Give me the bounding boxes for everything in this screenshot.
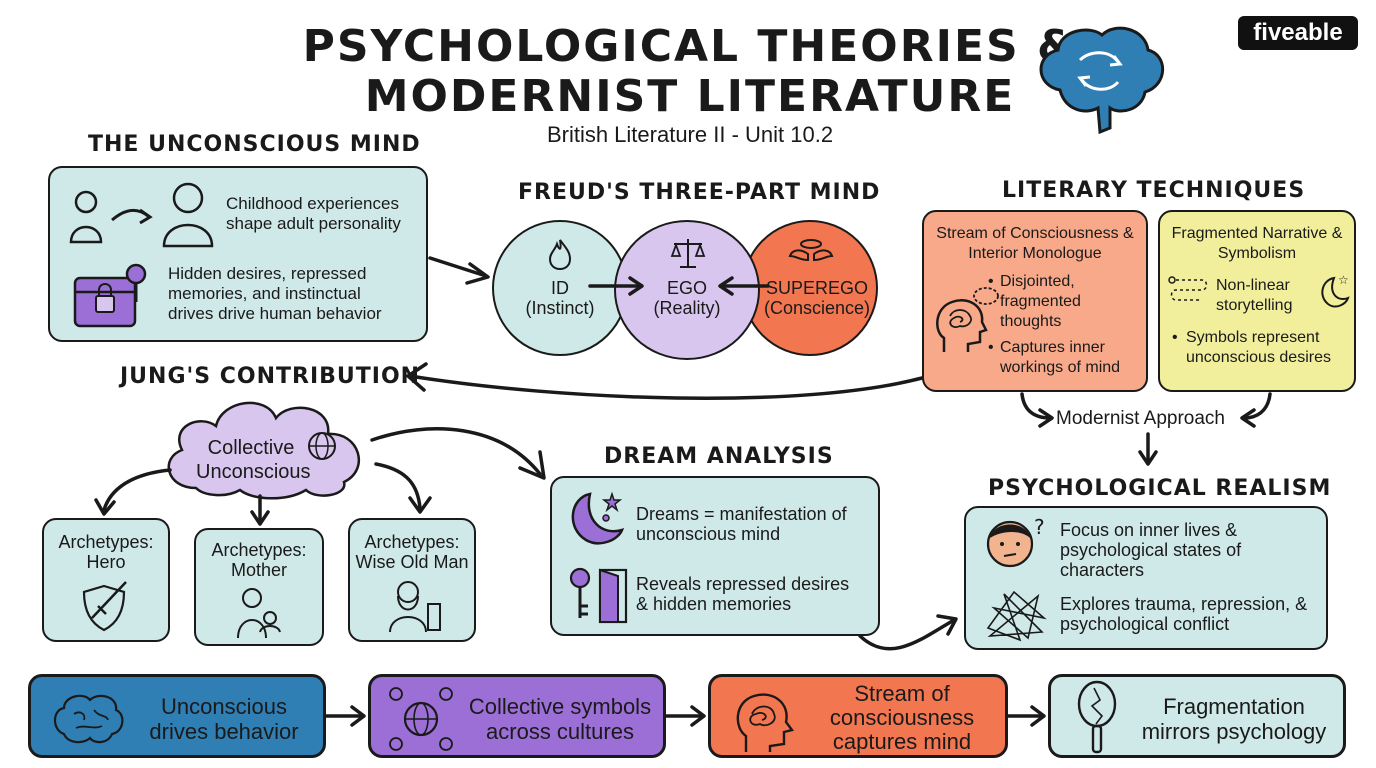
id-name: ID bbox=[551, 278, 569, 298]
stream-title: Stream of Consciousness & Interior Monol… bbox=[936, 225, 1134, 262]
child-to-adult-icon bbox=[69, 182, 214, 248]
fragmented-title: Fragmented Narrative & Symbolism bbox=[1171, 225, 1343, 262]
thinking-head-icon bbox=[936, 287, 999, 352]
fiveable-logo: fiveable bbox=[1238, 16, 1358, 50]
arrow-unconscious-to-freud bbox=[428, 256, 488, 278]
stream-bullet-1: • Disjointed, fragmented thoughts bbox=[988, 272, 1140, 332]
archetype-hero-label: Archetypes: Hero bbox=[58, 532, 154, 572]
globe-icon bbox=[308, 432, 336, 460]
page-title: PSYCHOLOGICAL THEORIES & MODERNIST LITER… bbox=[300, 22, 1080, 122]
techniques-heading: LITERARY TECHNIQUES bbox=[1002, 178, 1306, 203]
globe-network-icon bbox=[389, 687, 453, 751]
archetype-mother-box bbox=[194, 528, 324, 646]
title-line-2: MODERNIST LITERATURE bbox=[364, 71, 1016, 122]
thinking-face-icon: ? bbox=[986, 515, 1045, 568]
unconscious-heading: THE UNCONSCIOUS MIND bbox=[88, 132, 421, 157]
brain-outline-icon bbox=[53, 694, 124, 744]
fragmented-box bbox=[1158, 210, 1356, 392]
stream-bullet-2: • Captures inner workings of mind bbox=[988, 338, 1140, 378]
arrow-frag-to-approach bbox=[1242, 392, 1272, 420]
superego-label: SUPEREGO (Conscience) bbox=[752, 278, 882, 318]
unconscious-item-2: Hidden desires, repressed memories, and … bbox=[168, 264, 382, 323]
tangle-icon bbox=[986, 590, 1047, 642]
frag-bullet-2: • Symbols represent unconscious desires bbox=[1172, 328, 1346, 368]
arrow-techniques-to-jung bbox=[408, 374, 924, 400]
ego-label: EGO (Reality) bbox=[632, 278, 742, 318]
frag-bullet-1: Non-linear storytelling bbox=[1216, 277, 1293, 314]
broken-mirror-icon bbox=[1077, 680, 1117, 754]
wise-old-man-icon bbox=[389, 581, 441, 633]
arrow-stream-to-approach bbox=[1020, 392, 1052, 420]
arrow-cloud-to-hero bbox=[102, 468, 172, 512]
superego-sub: (Conscience) bbox=[763, 298, 871, 318]
halo-wings-icon bbox=[788, 239, 834, 262]
stream-b2-text: Captures inner workings of mind bbox=[1000, 339, 1121, 376]
bullet-dot: • bbox=[988, 339, 994, 356]
flow-step-3-text: Stream of consciousness captures mind bbox=[829, 681, 975, 754]
path-dots-icon bbox=[1168, 276, 1208, 301]
ego-name: EGO bbox=[666, 278, 707, 298]
locked-chest-icon bbox=[73, 263, 147, 328]
title-line-1: PSYCHOLOGICAL THEORIES & bbox=[302, 21, 1078, 72]
realism-item-1: Focus on inner lives & psychological sta… bbox=[1060, 520, 1242, 580]
shield-sword-icon bbox=[82, 581, 127, 632]
bullet-dot: • bbox=[988, 273, 994, 290]
flow-step-4 bbox=[1048, 674, 1346, 758]
arrow-cloud-to-dream bbox=[370, 427, 542, 476]
archetype-hero-box bbox=[42, 518, 170, 642]
superego-circle bbox=[742, 220, 878, 356]
superego-name: SUPEREGO bbox=[765, 278, 869, 298]
modernist-approach-label: Modernist Approach bbox=[1056, 408, 1225, 429]
arrow-cloud-to-wise bbox=[374, 462, 422, 510]
key-door-icon bbox=[569, 567, 628, 624]
flow-step-1 bbox=[28, 674, 326, 758]
flow-step-4-text: Fragmentation mirrors psychology bbox=[1141, 694, 1327, 744]
id-label: ID (Instinct) bbox=[505, 278, 615, 318]
cloud-label: Collective Unconscious bbox=[196, 437, 311, 483]
freud-heading: FREUD'S THREE-PART MIND bbox=[518, 180, 881, 205]
brain-icon bbox=[1039, 26, 1165, 135]
moon-stars-icon: ☆ bbox=[1321, 273, 1350, 308]
id-sub: (Instinct) bbox=[525, 298, 595, 318]
mind-head-icon bbox=[736, 693, 795, 752]
dream-item-2: Reveals repressed desires & hidden memor… bbox=[636, 574, 850, 614]
jung-heading: JUNG'S CONTRIBUTION bbox=[120, 364, 421, 389]
flame-icon bbox=[548, 239, 572, 271]
stream-b1-text: Disjointed, fragmented thoughts bbox=[1000, 273, 1081, 330]
flow-step-2 bbox=[368, 674, 666, 758]
arrow-dream-to-realism bbox=[858, 618, 956, 651]
logo-text: fiveable bbox=[1253, 19, 1343, 46]
flow-step-3 bbox=[708, 674, 1008, 758]
archetype-wise-box bbox=[348, 518, 476, 642]
dream-item-1: Dreams = manifestation of unconscious mi… bbox=[636, 504, 847, 544]
moon-icon bbox=[571, 491, 625, 545]
realism-item-2: Explores trauma, repression, & psycholog… bbox=[1060, 594, 1308, 634]
realism-heading: PSYCHOLOGICAL REALISM bbox=[988, 476, 1332, 501]
page-subtitle: British Literature II - Unit 10.2 bbox=[546, 122, 834, 147]
dream-heading: DREAM ANALYSIS bbox=[604, 444, 834, 469]
svg-text:☆: ☆ bbox=[1338, 273, 1349, 287]
bullet-dot: • bbox=[1172, 329, 1178, 346]
cloud-shape bbox=[167, 401, 361, 500]
scales-icon bbox=[670, 239, 706, 268]
archetype-wise-label: Archetypes: Wise Old Man bbox=[355, 532, 469, 572]
svg-text:?: ? bbox=[1034, 515, 1045, 539]
flow-step-1-text: Unconscious drives behavior bbox=[149, 694, 299, 744]
ego-sub: (Reality) bbox=[653, 298, 721, 318]
flow-step-2-text: Collective symbols across cultures bbox=[468, 694, 652, 744]
unconscious-item-1: Childhood experiences shape adult person… bbox=[226, 194, 401, 233]
archetype-mother-label: Archetypes: Mother bbox=[211, 540, 307, 580]
mother-child-icon bbox=[237, 588, 281, 639]
frag-b2-text: Symbols represent unconscious desires bbox=[1186, 329, 1331, 366]
